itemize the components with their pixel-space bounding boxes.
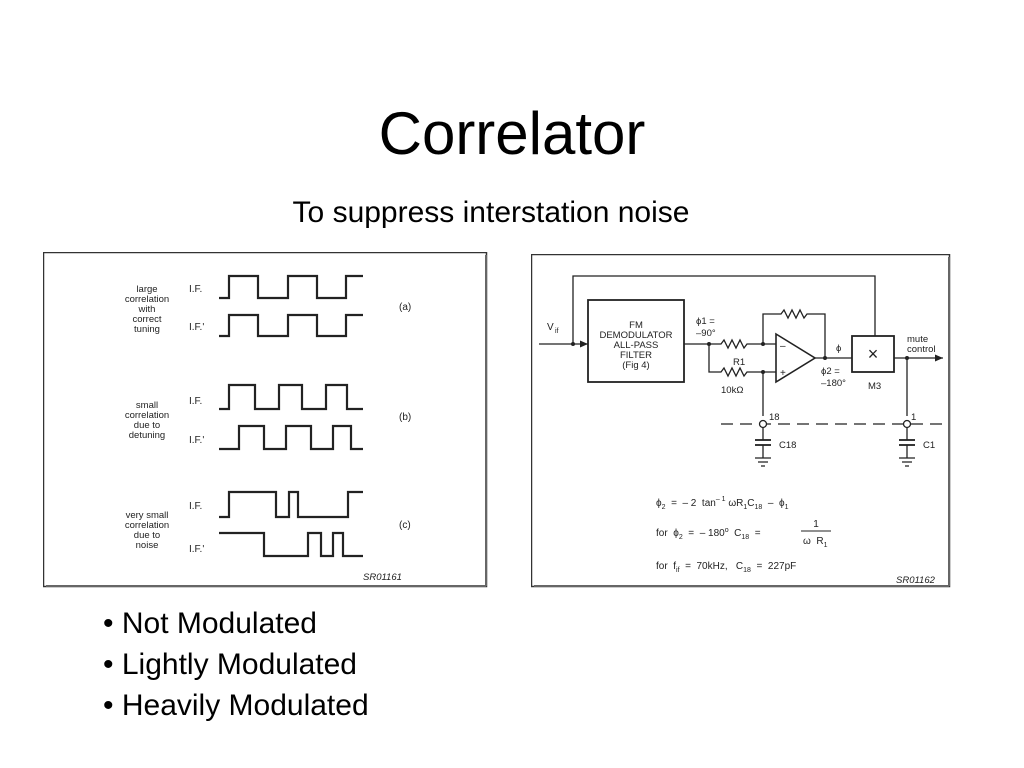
block-line: (Fig 4) (622, 360, 649, 371)
desc-line: detuning (129, 430, 165, 441)
desc-line: correlation (125, 410, 169, 421)
desc-line: correct (132, 314, 161, 325)
block-line: FILTER (620, 350, 652, 361)
block-line: ALL-PASS (614, 340, 659, 351)
group-a: large correlation with correct tuning (125, 284, 169, 335)
fraction-numerator: 1 (813, 519, 819, 530)
bullet-text: Lightly Modulated (121, 648, 357, 681)
pin-18 (758, 419, 768, 429)
group-tag: (a) (399, 302, 411, 313)
bullet-item: Not Modulated (103, 603, 369, 644)
waveform-if (219, 383, 363, 411)
correlation-waveforms-figure: large correlation with correct tuning I.… (43, 252, 488, 588)
desc-line: large (136, 284, 157, 295)
r1-value: 10kΩ (721, 385, 743, 396)
resistor-upper (709, 338, 776, 350)
c1-label: C1 (923, 440, 935, 451)
fm-demodulator-block (587, 299, 685, 383)
mixer-block (851, 335, 895, 373)
output-label: control (907, 344, 936, 355)
group-b: small correlation due to detuning (125, 400, 169, 441)
pin-1 (902, 419, 912, 429)
if-label: I.F. (189, 396, 202, 407)
bullet-item: Heavily Modulated (103, 685, 369, 726)
mixer-symbol: × (868, 344, 879, 364)
output-arrow (935, 354, 943, 362)
bullet-text: Not Modulated (121, 607, 317, 640)
ground-icon (899, 457, 915, 467)
input-label-sub: if (555, 328, 559, 335)
figure-reference: SR01162 (896, 575, 936, 586)
slide-subtitle: To suppress interstation noise (292, 196, 690, 229)
desc-line: correlation (125, 294, 169, 305)
phi1-value: –90° (696, 328, 716, 339)
phi1-label: ϕ1 = (696, 316, 715, 327)
figure-reference: SR01161 (363, 572, 402, 583)
input-label: V (547, 322, 554, 333)
mixer-label: M3 (868, 381, 881, 392)
group-c: very small correlation due to noise (125, 510, 169, 551)
block-line: DEMODULATOR (599, 330, 672, 341)
correlator-circuit-figure: V if FM DEMODULATOR ALL-PASS FILTER (Fig… (531, 254, 951, 588)
resistor-r1 (708, 344, 776, 378)
desc-line: correlation (125, 520, 169, 531)
pin18-label: 18 (769, 412, 780, 423)
desc-line: due to (134, 530, 160, 541)
phi-label: ϕ (836, 343, 841, 354)
group-tag: (c) (399, 520, 411, 531)
waveform-if-prime (219, 531, 363, 558)
desc-line: noise (136, 540, 159, 551)
pin1-label: 1 (911, 412, 916, 423)
equation-values: for fif = 70kHz, C18 = 227pF (656, 561, 796, 574)
if-prime-label: I.F.' (189, 544, 204, 555)
bullet-item: Lightly Modulated (103, 644, 369, 685)
junction-node (823, 356, 827, 360)
desc-line: with (138, 304, 156, 315)
if-label: I.F. (189, 501, 202, 512)
waveform-if-prime (219, 313, 363, 338)
opamp (775, 332, 817, 384)
figure-frame (43, 252, 488, 588)
phi2-value: –180° (821, 378, 846, 389)
c18-label: C18 (779, 440, 796, 451)
bullet-text: Heavily Modulated (121, 689, 369, 722)
r1-label: R1 (733, 357, 745, 368)
group-tag: (b) (399, 412, 411, 423)
if-prime-label: I.F.' (189, 322, 204, 333)
desc-line: tuning (134, 324, 160, 335)
phi2-label: ϕ2 = (821, 366, 840, 377)
feedforward-wire (572, 275, 876, 344)
waveform-if (219, 490, 363, 519)
opamp-plus: + (780, 368, 786, 379)
equation-c18: for ϕ2 = – 180o C18 = (656, 527, 761, 541)
opamp-minus: – (780, 341, 786, 352)
block-line: FM (629, 320, 643, 331)
slide-title: Correlator (378, 100, 646, 167)
desc-line: small (136, 400, 158, 411)
ground-icon (755, 457, 771, 467)
if-label: I.F. (189, 284, 202, 295)
bullet-list: Not Modulated Lightly Modulated Heavily … (103, 603, 369, 726)
equation-phi2: ϕ2 = – 2 tan– 1 ωR1C18 – ϕ1 (656, 496, 789, 511)
waveform-if-prime (219, 424, 363, 451)
desc-line: due to (134, 420, 160, 431)
input-arrow (580, 340, 588, 348)
feedback-resistor (762, 308, 826, 358)
fraction-denominator: ω R1 (803, 536, 828, 549)
waveform-if (219, 274, 363, 300)
if-prime-label: I.F.' (189, 435, 204, 446)
output-label: mute (907, 334, 928, 345)
desc-line: very small (126, 510, 169, 521)
